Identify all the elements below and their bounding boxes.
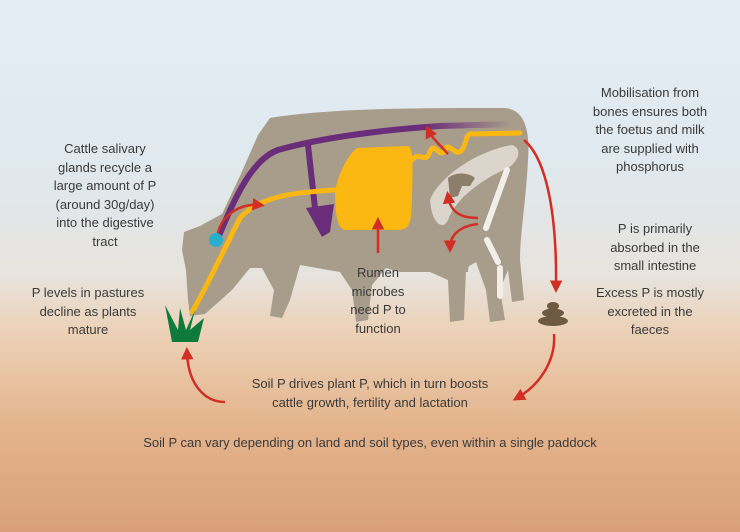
label-line: Excess P is mostly: [595, 285, 705, 300]
label-absorbed: P is primarily absorbed in the small int…: [580, 220, 730, 276]
label-rumen: Rumen microbes need P to function: [318, 264, 438, 338]
blood-vessel: [215, 121, 515, 241]
label-line: bones ensures both: [592, 103, 708, 119]
rumen: [335, 146, 413, 230]
label-line: large amount of P: [53, 178, 157, 193]
label-line: Soil P drives plant P, which in turn boo…: [251, 376, 489, 391]
label-mobilisation: Mobilisation from bones ensures both the…: [575, 84, 725, 177]
label-line: P levels in pastures: [31, 285, 145, 300]
label-line: are supplied with: [601, 140, 699, 156]
label-line: glands recycle a: [58, 159, 152, 175]
label-line: excreted in the: [607, 303, 693, 319]
label-salivary: Cattle salivary glands recycle a large a…: [30, 140, 180, 251]
udder: [440, 255, 470, 272]
label-line: small intestine: [613, 258, 697, 273]
label-line: decline as plants: [39, 303, 137, 319]
faeces-to-soil-arrow: [512, 333, 556, 401]
label-line: Mobilisation from: [600, 85, 700, 100]
label-line: need P to: [350, 302, 406, 317]
foetus-arrow: [442, 191, 479, 220]
label-line: mature: [67, 322, 109, 337]
salivary-gland: [209, 233, 223, 247]
label-line: absorbed in the: [610, 239, 700, 255]
label-line: P is primarily: [617, 221, 693, 236]
pelvis-bone: [430, 145, 519, 226]
label-line: cattle growth, fertility and lactation: [272, 394, 468, 410]
label-pastures: P levels in pastures decline as plants m…: [13, 284, 163, 340]
label-line: Cattle salivary: [64, 141, 146, 156]
label-line: Rumen: [357, 265, 399, 280]
label-line: into the digestive: [56, 215, 154, 230]
leg-bone: [483, 167, 510, 299]
label-soil-vary: Soil P can vary depending on land and so…: [100, 434, 640, 453]
label-line: tract: [92, 233, 118, 249]
label-excess: Excess P is mostly excreted in the faece…: [575, 284, 725, 340]
milk-arrow: [443, 222, 479, 253]
blood-branch: [305, 144, 318, 209]
label-line: microbes: [351, 283, 405, 299]
label-line: faeces: [630, 322, 670, 337]
mobilisation-arrow: [425, 125, 449, 155]
label-line: phosphorus: [616, 159, 684, 174]
label-line: (around 30g/day): [55, 196, 155, 212]
grass-icon: [165, 305, 204, 342]
saliva-arrow: [216, 198, 265, 234]
soil-to-grass-arrow: [180, 347, 226, 404]
label-soil-drives: Soil P drives plant P, which in turn boo…: [220, 375, 520, 412]
liver: [306, 204, 334, 237]
label-line: function: [355, 320, 401, 336]
faeces-icon: [538, 302, 568, 326]
label-line: the foetus and milk: [595, 122, 705, 137]
label-line: Soil P can vary depending on land and so…: [143, 435, 597, 450]
excretion-arrow: [523, 139, 563, 293]
